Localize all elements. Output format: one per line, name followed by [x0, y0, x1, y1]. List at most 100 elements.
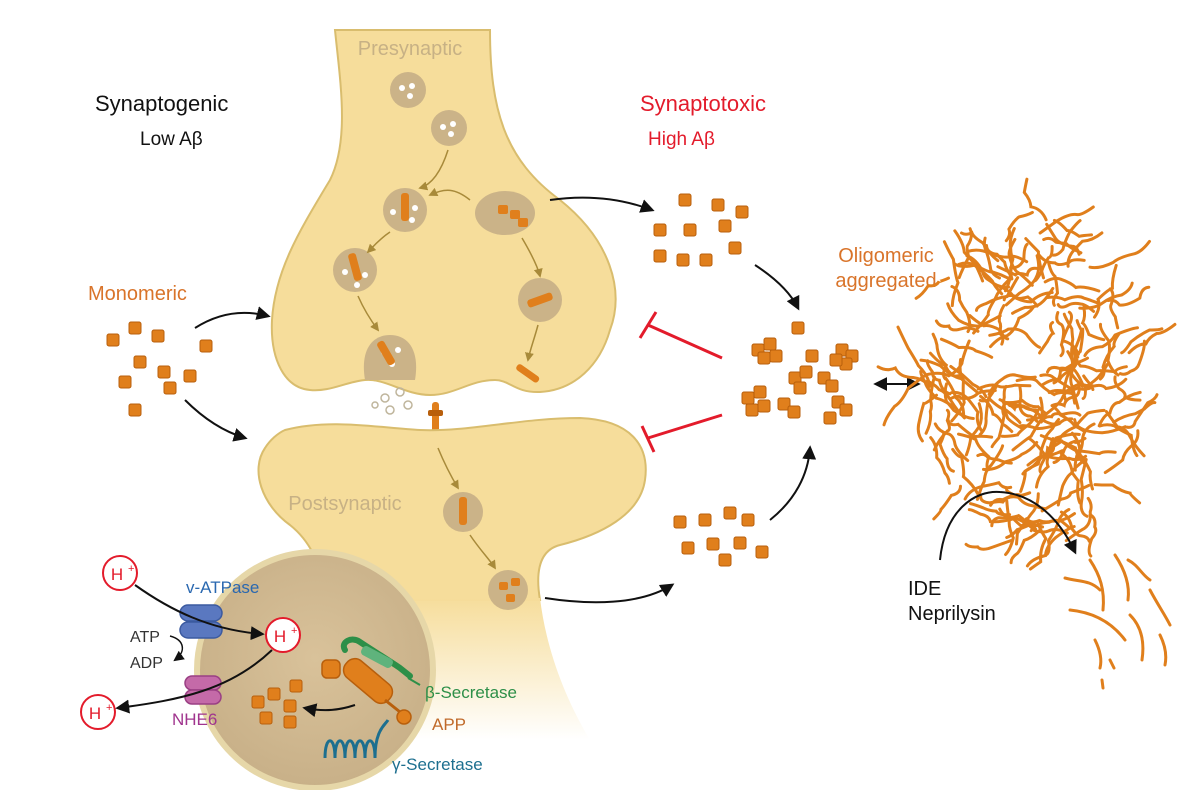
fibril-strand: [914, 276, 950, 300]
fibril-strand: [1059, 452, 1082, 505]
fibril-strand: [1042, 236, 1083, 255]
oligomer-clusters: [741, 321, 859, 425]
fibril-strand: [946, 302, 1002, 328]
fibril-strand: [1018, 385, 1039, 423]
ide-label: IDE: [908, 578, 941, 600]
fibril-strand: [1056, 301, 1096, 313]
fibril-strand: [1055, 311, 1080, 356]
fibril-strand: [975, 444, 1005, 501]
fibril-strand: [975, 276, 1020, 312]
fibril-strand: [1004, 210, 1034, 243]
fibril-strand: [1098, 322, 1120, 377]
endosome: [194, 549, 436, 790]
beta-secretase-pointer: [407, 677, 421, 686]
fibril-strand: [950, 285, 972, 334]
high-abeta-label: High Aβ: [648, 129, 715, 150]
fibril-strand: [990, 401, 1008, 449]
fibril-strand: [963, 480, 1013, 501]
fibril-strand: [1125, 393, 1159, 429]
fibril-strand: [1079, 364, 1128, 374]
presynaptic-label: Presynaptic: [358, 38, 463, 60]
fibril-strand: [1004, 499, 1015, 556]
fibril-strand: [949, 364, 988, 399]
fibril-strand: [1040, 483, 1091, 513]
proton-in-arrow: [134, 584, 265, 641]
fibrillar-aggregate: [876, 177, 1177, 571]
fibril-strand: [1038, 321, 1056, 355]
fibril-strand: [1106, 285, 1151, 307]
postsynaptic-vesicles: [443, 492, 528, 610]
presynaptic-terminal: [270, 29, 617, 397]
top-to-oligomer-arrow: [754, 264, 800, 311]
fibril-strand: [1047, 262, 1060, 307]
fibril-strand: [1112, 401, 1157, 424]
presynaptic-vesicles: [333, 72, 562, 383]
fibril-strand: [1062, 358, 1079, 402]
fibril-strand: [951, 447, 980, 496]
fibril-strand: [957, 432, 991, 472]
adp-label: ADP: [130, 655, 163, 672]
fibril-strand: [925, 379, 966, 420]
fibril-strand: [932, 408, 951, 452]
fibril-strand: [1104, 410, 1146, 458]
fibril-strand: [982, 441, 1039, 471]
fibril-strand: [946, 418, 994, 439]
fibril-strand: [1028, 522, 1048, 571]
fibril-strand: [933, 422, 970, 462]
released-neurotransmitter: [371, 387, 413, 415]
fibril-strand: [996, 284, 1054, 304]
fibril-strand: [1098, 423, 1139, 458]
fibril-strand: [1025, 525, 1076, 568]
released-abeta-top: [653, 193, 749, 267]
low-abeta-label: Low Aβ: [140, 129, 203, 150]
fibril-strand: [1088, 239, 1151, 270]
fibril-strand: [1043, 276, 1101, 293]
fibril-strand: [1087, 513, 1098, 558]
svg-text:H: H: [89, 704, 101, 723]
fibril-strand: [938, 431, 955, 473]
svg-text:+: +: [291, 625, 297, 637]
gamma-secretase-label: γ-Secretase: [392, 755, 483, 774]
fibril-strand: [948, 389, 997, 401]
fibril-strand: [1113, 375, 1142, 402]
fibril-strand: [1035, 437, 1055, 489]
fibril-strand: [924, 375, 936, 435]
fibril-strand: [978, 397, 1022, 425]
svg-text:+: +: [128, 563, 134, 575]
fibril-strand: [1002, 294, 1039, 308]
fibril-strand: [1056, 461, 1083, 507]
app-molecule: [321, 657, 412, 725]
fibril-strand: [950, 390, 984, 433]
degradation-arrow: [939, 490, 1077, 561]
presyn-release-arrow: [549, 196, 655, 213]
oligomeric-label-line1: Oligomeric: [838, 245, 934, 267]
fibril-strand: [1118, 339, 1146, 376]
postsyn-release-arrow: [544, 583, 675, 604]
fibril-strand: [1014, 516, 1069, 535]
fibril-strand: [1060, 327, 1085, 372]
atp-label: ATP: [130, 629, 160, 646]
released-abeta-bottom: [673, 506, 769, 567]
proton-inside: H +: [265, 617, 301, 653]
fibril-strand: [1008, 227, 1016, 281]
monomeric-to-pre-arrow: [194, 306, 271, 329]
monomeric-to-post-arrow: [184, 399, 248, 442]
fibril-strand: [1093, 483, 1142, 505]
proton-bottom: H +: [80, 694, 116, 730]
fibril-strand: [931, 332, 949, 381]
monomeric-label: Monomeric: [88, 283, 187, 305]
fibril-strand: [1108, 287, 1120, 330]
postsynaptic-path-arrows: [437, 447, 496, 570]
inhibition-postsynaptic: [640, 413, 723, 453]
v-atpase-label: v-ATPase: [186, 578, 259, 597]
degraded-fragments: [1063, 553, 1172, 690]
fibril-strand: [916, 393, 938, 443]
svg-text:+: +: [106, 702, 112, 714]
fibril-strand: [1008, 403, 1061, 426]
fibril-strand: [1011, 286, 1055, 315]
fibril-strand: [967, 508, 1015, 524]
fibril-strand: [1037, 253, 1086, 267]
fibril-strand: [919, 358, 963, 378]
fibril-strand: [1120, 327, 1164, 355]
